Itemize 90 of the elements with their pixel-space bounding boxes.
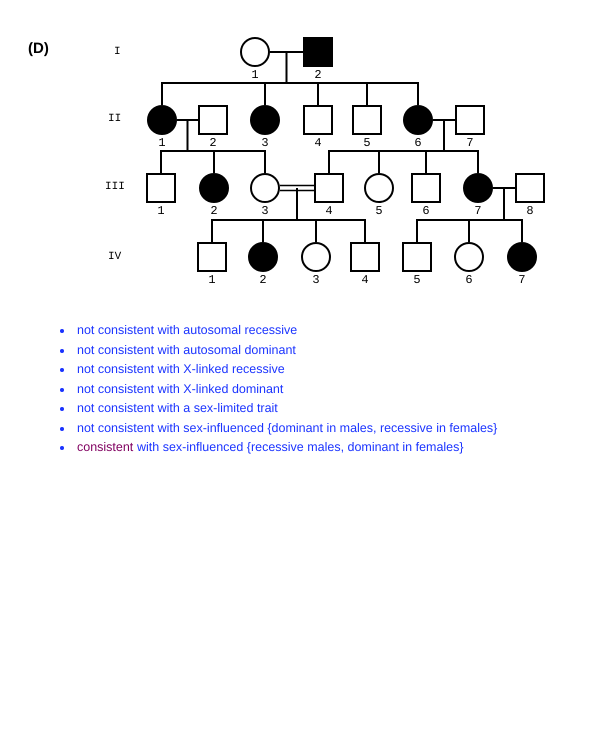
pedigree-circle: [454, 242, 484, 272]
individual-number: 5: [412, 274, 422, 286]
individual-number: 4: [313, 137, 323, 149]
individual-number: 6: [421, 205, 431, 217]
conclusion-text: with sex-influenced {recessive males, dominant in females}: [137, 440, 464, 455]
pedigree-square: [350, 242, 380, 272]
pedigree-line: [433, 119, 455, 121]
individual-number: 1: [250, 69, 260, 81]
conclusion-text: not consistent with X-linked dominant: [77, 382, 284, 397]
individual-number: 5: [374, 205, 384, 217]
pedigree-line: [262, 219, 264, 242]
individual-number: 6: [413, 137, 423, 149]
pedigree-line: [468, 219, 470, 242]
conclusion-text: not consistent with X-linked recessive: [77, 362, 285, 377]
conclusion-text: not consistent with autosomal dominant: [77, 343, 296, 358]
individual-number: 3: [260, 137, 270, 149]
individual-number: 4: [360, 274, 370, 286]
individual-number: 1: [156, 205, 166, 217]
pedigree-line: [493, 187, 515, 189]
pedigree-circle: [301, 242, 331, 272]
individual-number: 7: [473, 205, 483, 217]
pedigree-line: [264, 82, 266, 105]
pedigree-square: [197, 242, 227, 272]
pedigree-line: [328, 150, 330, 173]
individual-number: 2: [313, 69, 323, 81]
individual-number: 1: [207, 274, 217, 286]
individual-number: 2: [208, 137, 218, 149]
pedigree-line: [364, 219, 366, 242]
individual-number: 2: [258, 274, 268, 286]
panel-label: (D): [28, 40, 49, 57]
individual-number: 2: [209, 205, 219, 217]
pedigree-line: [417, 82, 419, 105]
individual-number: 6: [464, 274, 474, 286]
pedigree-line: [161, 82, 163, 105]
pedigree-circle: [250, 173, 280, 203]
pedigree-line: [416, 219, 418, 242]
pedigree-square: [402, 242, 432, 272]
conclusion-text: not consistent with sex-influenced {dominant in males, recessive in females}: [77, 421, 498, 436]
pedigree-square: [198, 105, 228, 135]
individual-number: 4: [324, 205, 334, 217]
pedigree-line: [521, 219, 523, 242]
conclusion-text: not consistent with a sex-limited trait: [77, 401, 278, 416]
affected-female-circle: [463, 173, 493, 203]
pedigree-square: [411, 173, 441, 203]
pedigree-line: [317, 82, 319, 105]
pedigree-line: [315, 219, 317, 242]
affected-female-circle: [199, 173, 229, 203]
pedigree-line: [425, 150, 427, 173]
pedigree-circle: [364, 173, 394, 203]
pedigree-circle: [240, 37, 270, 67]
pedigree-square: [455, 105, 485, 135]
pedigree-line: [279, 184, 315, 192]
generation-label: IV: [108, 251, 122, 263]
pedigree-line: [270, 51, 303, 53]
conclusion-text: consistent: [77, 440, 134, 455]
affected-female-circle: [403, 105, 433, 135]
pedigree-line: [416, 187, 523, 221]
pedigree-square: [515, 173, 545, 203]
affected-female-circle: [147, 105, 177, 135]
pedigree-line: [264, 150, 266, 173]
individual-number: 7: [517, 274, 527, 286]
pedigree-line: [160, 150, 162, 173]
pedigree-line: [213, 150, 215, 173]
generation-label: II: [108, 113, 122, 125]
affected-female-circle: [507, 242, 537, 272]
pedigree-line: [477, 150, 479, 173]
pedigree-square: [303, 105, 333, 135]
pedigree-line: [177, 119, 198, 121]
generation-label: I: [114, 46, 121, 58]
individual-number: 1: [157, 137, 167, 149]
pedigree-line: [211, 219, 213, 242]
individual-number: 7: [465, 137, 475, 149]
individual-number: 3: [311, 274, 321, 286]
individual-number: 5: [362, 137, 372, 149]
individual-number: 3: [260, 205, 270, 217]
pedigree-line: [211, 187, 366, 221]
pedigree-line: [366, 82, 368, 105]
affected-female-circle: [250, 105, 280, 135]
individual-number: 8: [525, 205, 535, 217]
pedigree-line: [328, 119, 479, 152]
pedigree-square: [352, 105, 382, 135]
pedigree-line: [378, 150, 380, 173]
affected-female-circle: [248, 242, 278, 272]
pedigree-square: [146, 173, 176, 203]
pedigree-line: [160, 119, 266, 152]
affected-male-square: [303, 37, 333, 67]
generation-label: III: [105, 181, 125, 193]
pedigree-square: [314, 173, 344, 203]
pedigree-line: [161, 51, 419, 84]
conclusion-text: not consistent with autosomal recessive: [77, 323, 298, 338]
